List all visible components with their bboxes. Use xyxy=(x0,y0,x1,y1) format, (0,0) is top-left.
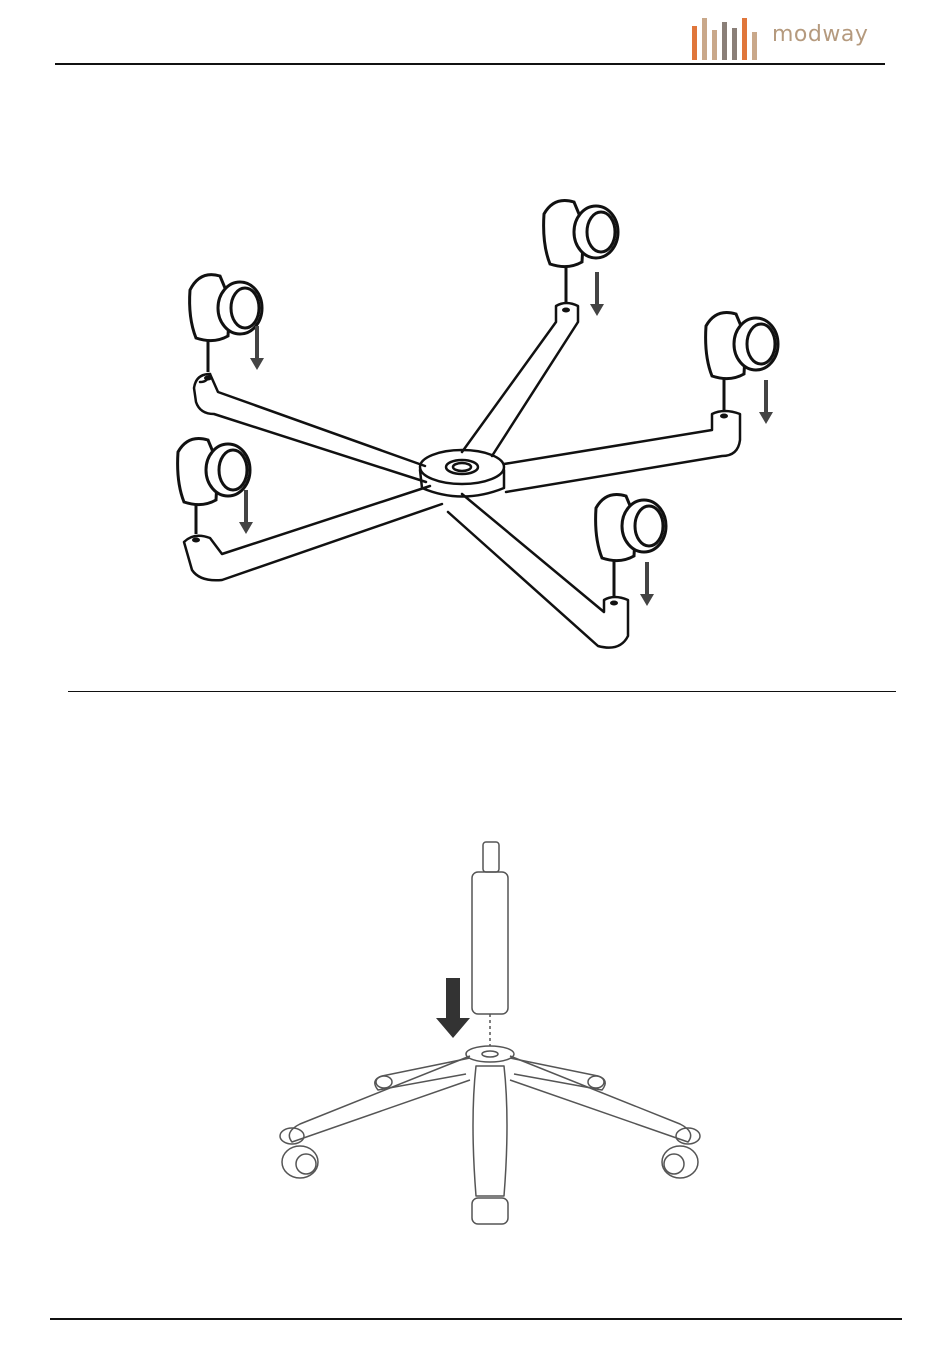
brand-logo-bars xyxy=(690,14,770,62)
caster-top-right xyxy=(544,201,618,305)
footer-divider xyxy=(50,1318,902,1320)
step-attach-casters-illustration xyxy=(150,190,800,660)
caster-bottom-left xyxy=(178,439,250,535)
step-insert-gas-cylinder-illustration xyxy=(270,835,710,1235)
caster-bottom-right xyxy=(596,495,666,599)
down-arrow-icon xyxy=(436,978,470,1038)
brand-name: modway xyxy=(772,22,868,47)
caster-top-left xyxy=(190,275,262,372)
header-divider xyxy=(55,63,885,65)
step-divider xyxy=(68,691,896,692)
